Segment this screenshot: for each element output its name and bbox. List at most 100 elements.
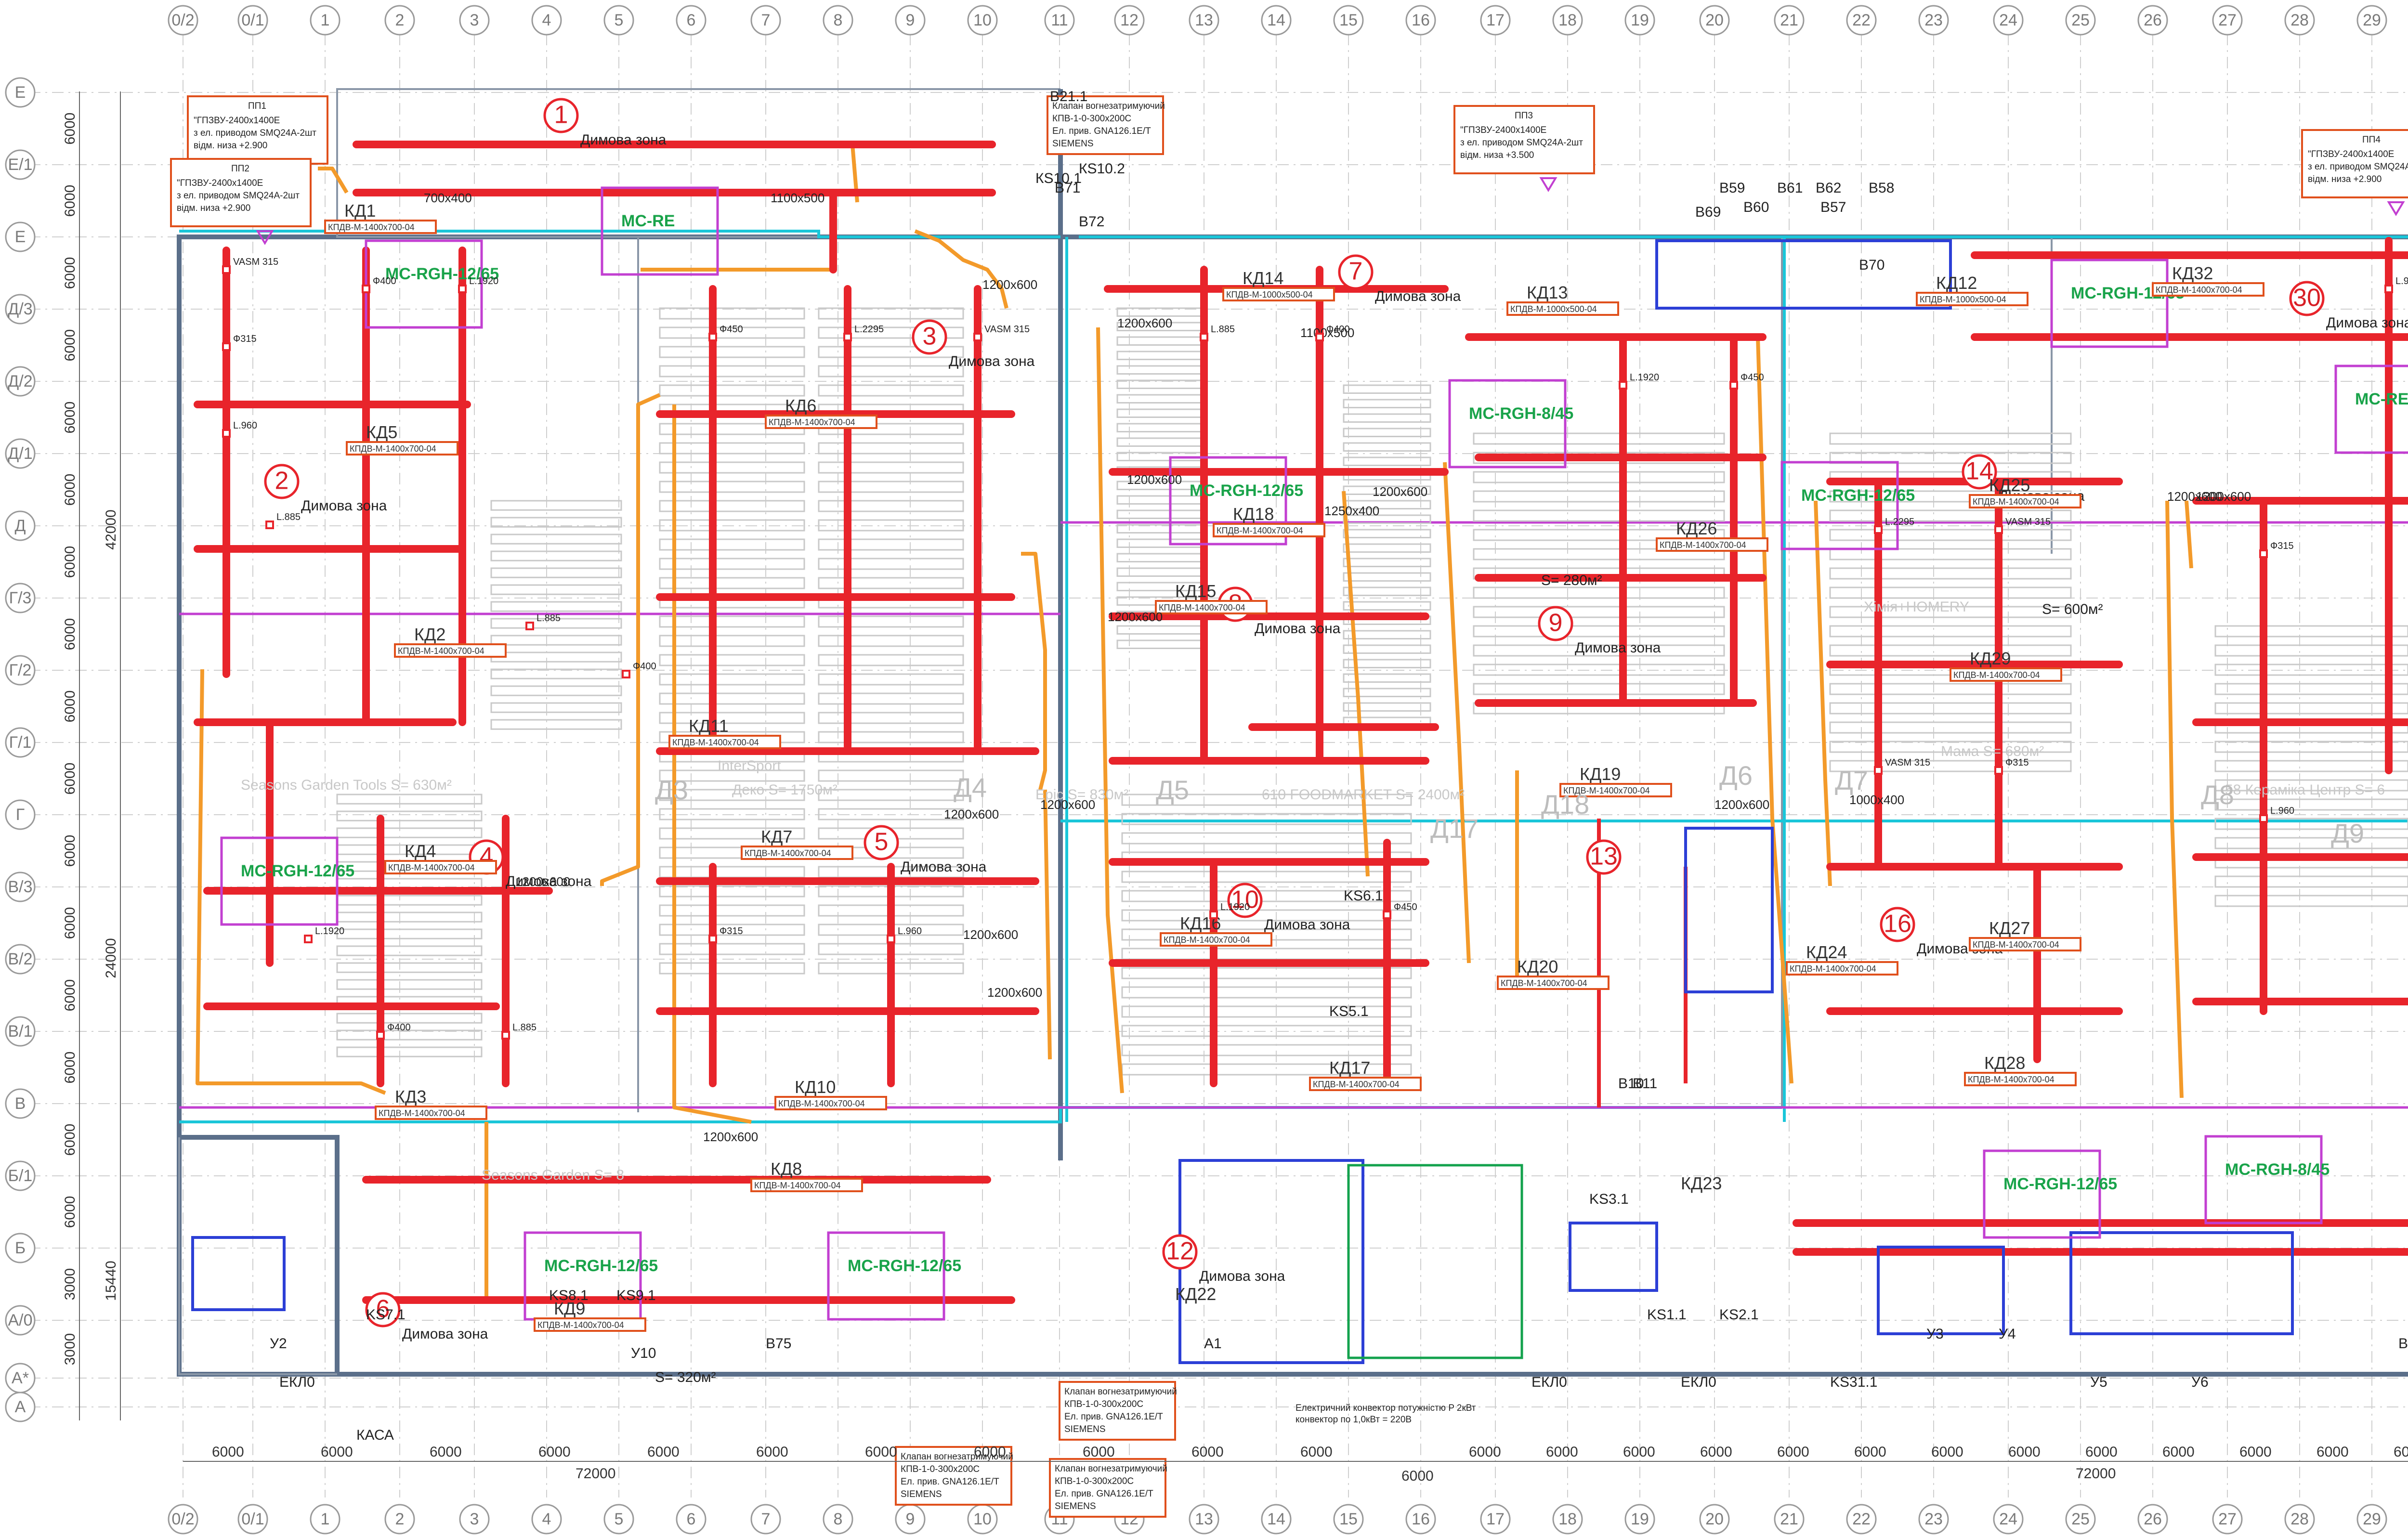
column-axis-label: 18 <box>1558 11 1577 29</box>
grille-spec-label: Ф315 <box>2005 757 2029 768</box>
column-axis-marker <box>676 5 707 36</box>
column-axis-label-bottom: 1 <box>321 1510 330 1528</box>
shelf-rack <box>1343 586 1431 596</box>
column-axis-label: 9 <box>906 11 915 29</box>
column-axis-marker <box>1846 5 1877 36</box>
supply-grille-title: ПП2 <box>231 164 249 174</box>
supply-grille-spec: відм. низа +2.900 <box>194 141 267 151</box>
duct-size-label: 700х400 <box>424 191 472 205</box>
section-code: Д3 <box>655 775 688 805</box>
column-axis-marker <box>1774 5 1805 36</box>
row-axis-marker <box>5 221 36 252</box>
shelf-rack <box>1473 683 1725 695</box>
smoke-valve-spec: КПДВ-М-1400х700-04 <box>388 863 475 872</box>
shelf-rack <box>818 712 964 724</box>
row-axis-label: В/3 <box>8 878 32 896</box>
grille-spec-label: Ф315 <box>2270 541 2294 551</box>
smoke-valve-spec: КПДВ-М-1400х700-04 <box>1217 526 1303 535</box>
smoke-valve-spec-box <box>1656 537 1768 552</box>
shelf-rack <box>1116 639 1205 649</box>
area-note: S= 600м² <box>2042 601 2103 617</box>
column-axis-marker <box>823 5 853 36</box>
column-dimension: 6000 <box>1854 1444 1886 1460</box>
smoke-valve-spec: КПДВ-М-1400х700-04 <box>769 417 855 427</box>
shelf-rack <box>2214 664 2408 676</box>
shelf-rack <box>1121 794 1412 806</box>
row-axis-label: В/1 <box>8 1022 32 1041</box>
shelf-rack <box>818 461 964 474</box>
column-axis-label-bottom: 0/2 <box>171 1510 194 1528</box>
smoke-valve-spec: КПДВ-М-1400х700-04 <box>672 738 759 747</box>
shelf-rack <box>2214 779 2408 792</box>
smoke-valve-spec: КПДВ-М-1400х700-04 <box>1953 670 2040 680</box>
row-axis-label: Е <box>15 228 26 246</box>
smoke-valve-spec-box <box>1969 937 2081 951</box>
duct-size-label: 1200х600 <box>703 1130 758 1144</box>
equipment-code: B10 <box>1618 1076 1644 1092</box>
air-grille <box>622 670 630 678</box>
shelf-rack <box>490 719 622 730</box>
shelf-rack <box>659 924 805 936</box>
equipment-code: B57 <box>1820 199 1846 215</box>
equipment-code: У4 <box>1999 1326 2016 1342</box>
shelf-rack <box>490 618 622 629</box>
column-axis-label: 15 <box>1339 11 1358 29</box>
row-dimension: 6000 <box>62 1196 78 1228</box>
heater-note: конвектор по 1,0кВт = 220В <box>1296 1415 1412 1425</box>
shelf-rack <box>336 827 483 838</box>
column-axis-label-bottom: 4 <box>542 1510 551 1528</box>
air-grille <box>458 285 467 293</box>
column-axis-label: 17 <box>1486 11 1505 29</box>
shelf-rack <box>1343 413 1431 423</box>
fan-unit-frame <box>1780 461 1899 550</box>
column-dimension: 6000 <box>756 1444 788 1460</box>
smoke-valve-spec-box <box>1950 667 2062 682</box>
column-axis-label-bottom: 6 <box>687 1510 696 1528</box>
row-axis-marker <box>5 1233 36 1263</box>
column-axis-label-bottom: 10 <box>973 1510 992 1528</box>
section-code: Д17 <box>1430 813 1479 844</box>
column-axis-marker <box>2212 5 2243 36</box>
supply-grille-note <box>2301 129 2408 198</box>
room-label: Seasons Garden S= 8 <box>482 1167 624 1183</box>
smoke-valve-id: КД9 <box>554 1299 585 1318</box>
column-dimension: 6000 <box>430 1444 462 1460</box>
shelf-rack <box>1473 664 1725 676</box>
supply-grille-note <box>1453 105 1595 174</box>
column-axis-label: 4 <box>542 11 551 29</box>
smoke-valve-spec: КПДВ-М-1400х700-04 <box>537 1320 624 1330</box>
smoke-zone-marker <box>264 464 300 499</box>
column-axis-marker <box>310 5 340 36</box>
column-axis-marker-bottom <box>2356 1504 2387 1535</box>
duct-size-label: 1200х600 <box>2196 489 2251 504</box>
supply-grille-spec: з ел. приводом SMQ24A-2шт <box>1460 138 1583 148</box>
shelf-rack <box>490 534 622 545</box>
column-dimension: 6000 <box>538 1444 571 1460</box>
grille-spec-label: Ф400 <box>1326 324 1350 335</box>
smoke-valve-spec-box <box>1559 783 1672 797</box>
shelf-rack <box>1829 721 2072 734</box>
column-axis-label: 25 <box>2071 11 2090 29</box>
duct-size-label: 1200х600 <box>1040 797 1095 812</box>
shelf-rack <box>1473 548 1725 560</box>
smoke-valve-spec-box <box>1160 932 1272 947</box>
shelf-rack <box>659 866 805 878</box>
shelf-rack <box>1343 702 1431 712</box>
shelf-rack <box>1343 601 1431 611</box>
equipment-code: У2 <box>270 1336 287 1352</box>
shelf-rack <box>2214 875 2408 888</box>
column-axis-marker-bottom <box>1993 1504 2024 1535</box>
row-total-dimension: 42000 <box>103 509 119 549</box>
duct-size-label: 1200х600 <box>982 277 1037 292</box>
smoke-zone-number: 1 <box>554 101 568 129</box>
shelf-rack <box>1116 553 1205 562</box>
column-axis-marker-bottom <box>1552 1504 1583 1535</box>
smoke-valve-spec: КПДВ-М-1000х500-04 <box>1920 295 2006 304</box>
smoke-valve-spec-box <box>1969 494 2081 508</box>
shelf-rack <box>818 365 964 377</box>
supply-grille-spec: "ГПЗВУ-2400х1400Е <box>2308 149 2394 159</box>
column-dimension: 6000 <box>2008 1444 2041 1460</box>
smoke-valve-id: КД17 <box>1329 1058 1370 1078</box>
supply-grille-spec: відм. низа +3.500 <box>1460 150 1534 160</box>
grille-spec-label: Ф315 <box>233 334 257 344</box>
